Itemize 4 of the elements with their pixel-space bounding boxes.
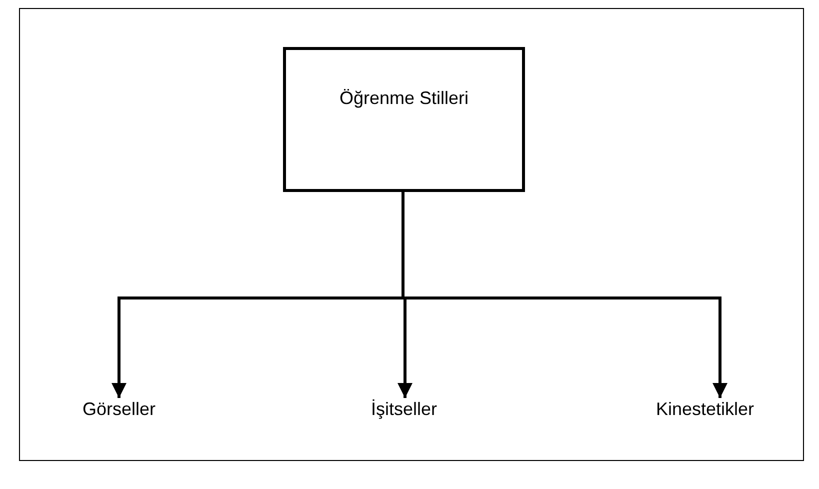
node-label: İşitseller [345, 399, 463, 421]
node-label: Görseller [55, 399, 183, 421]
process-box: Öğrenme Stilleri [283, 47, 525, 192]
node-label: Kinestetikler [628, 399, 782, 421]
